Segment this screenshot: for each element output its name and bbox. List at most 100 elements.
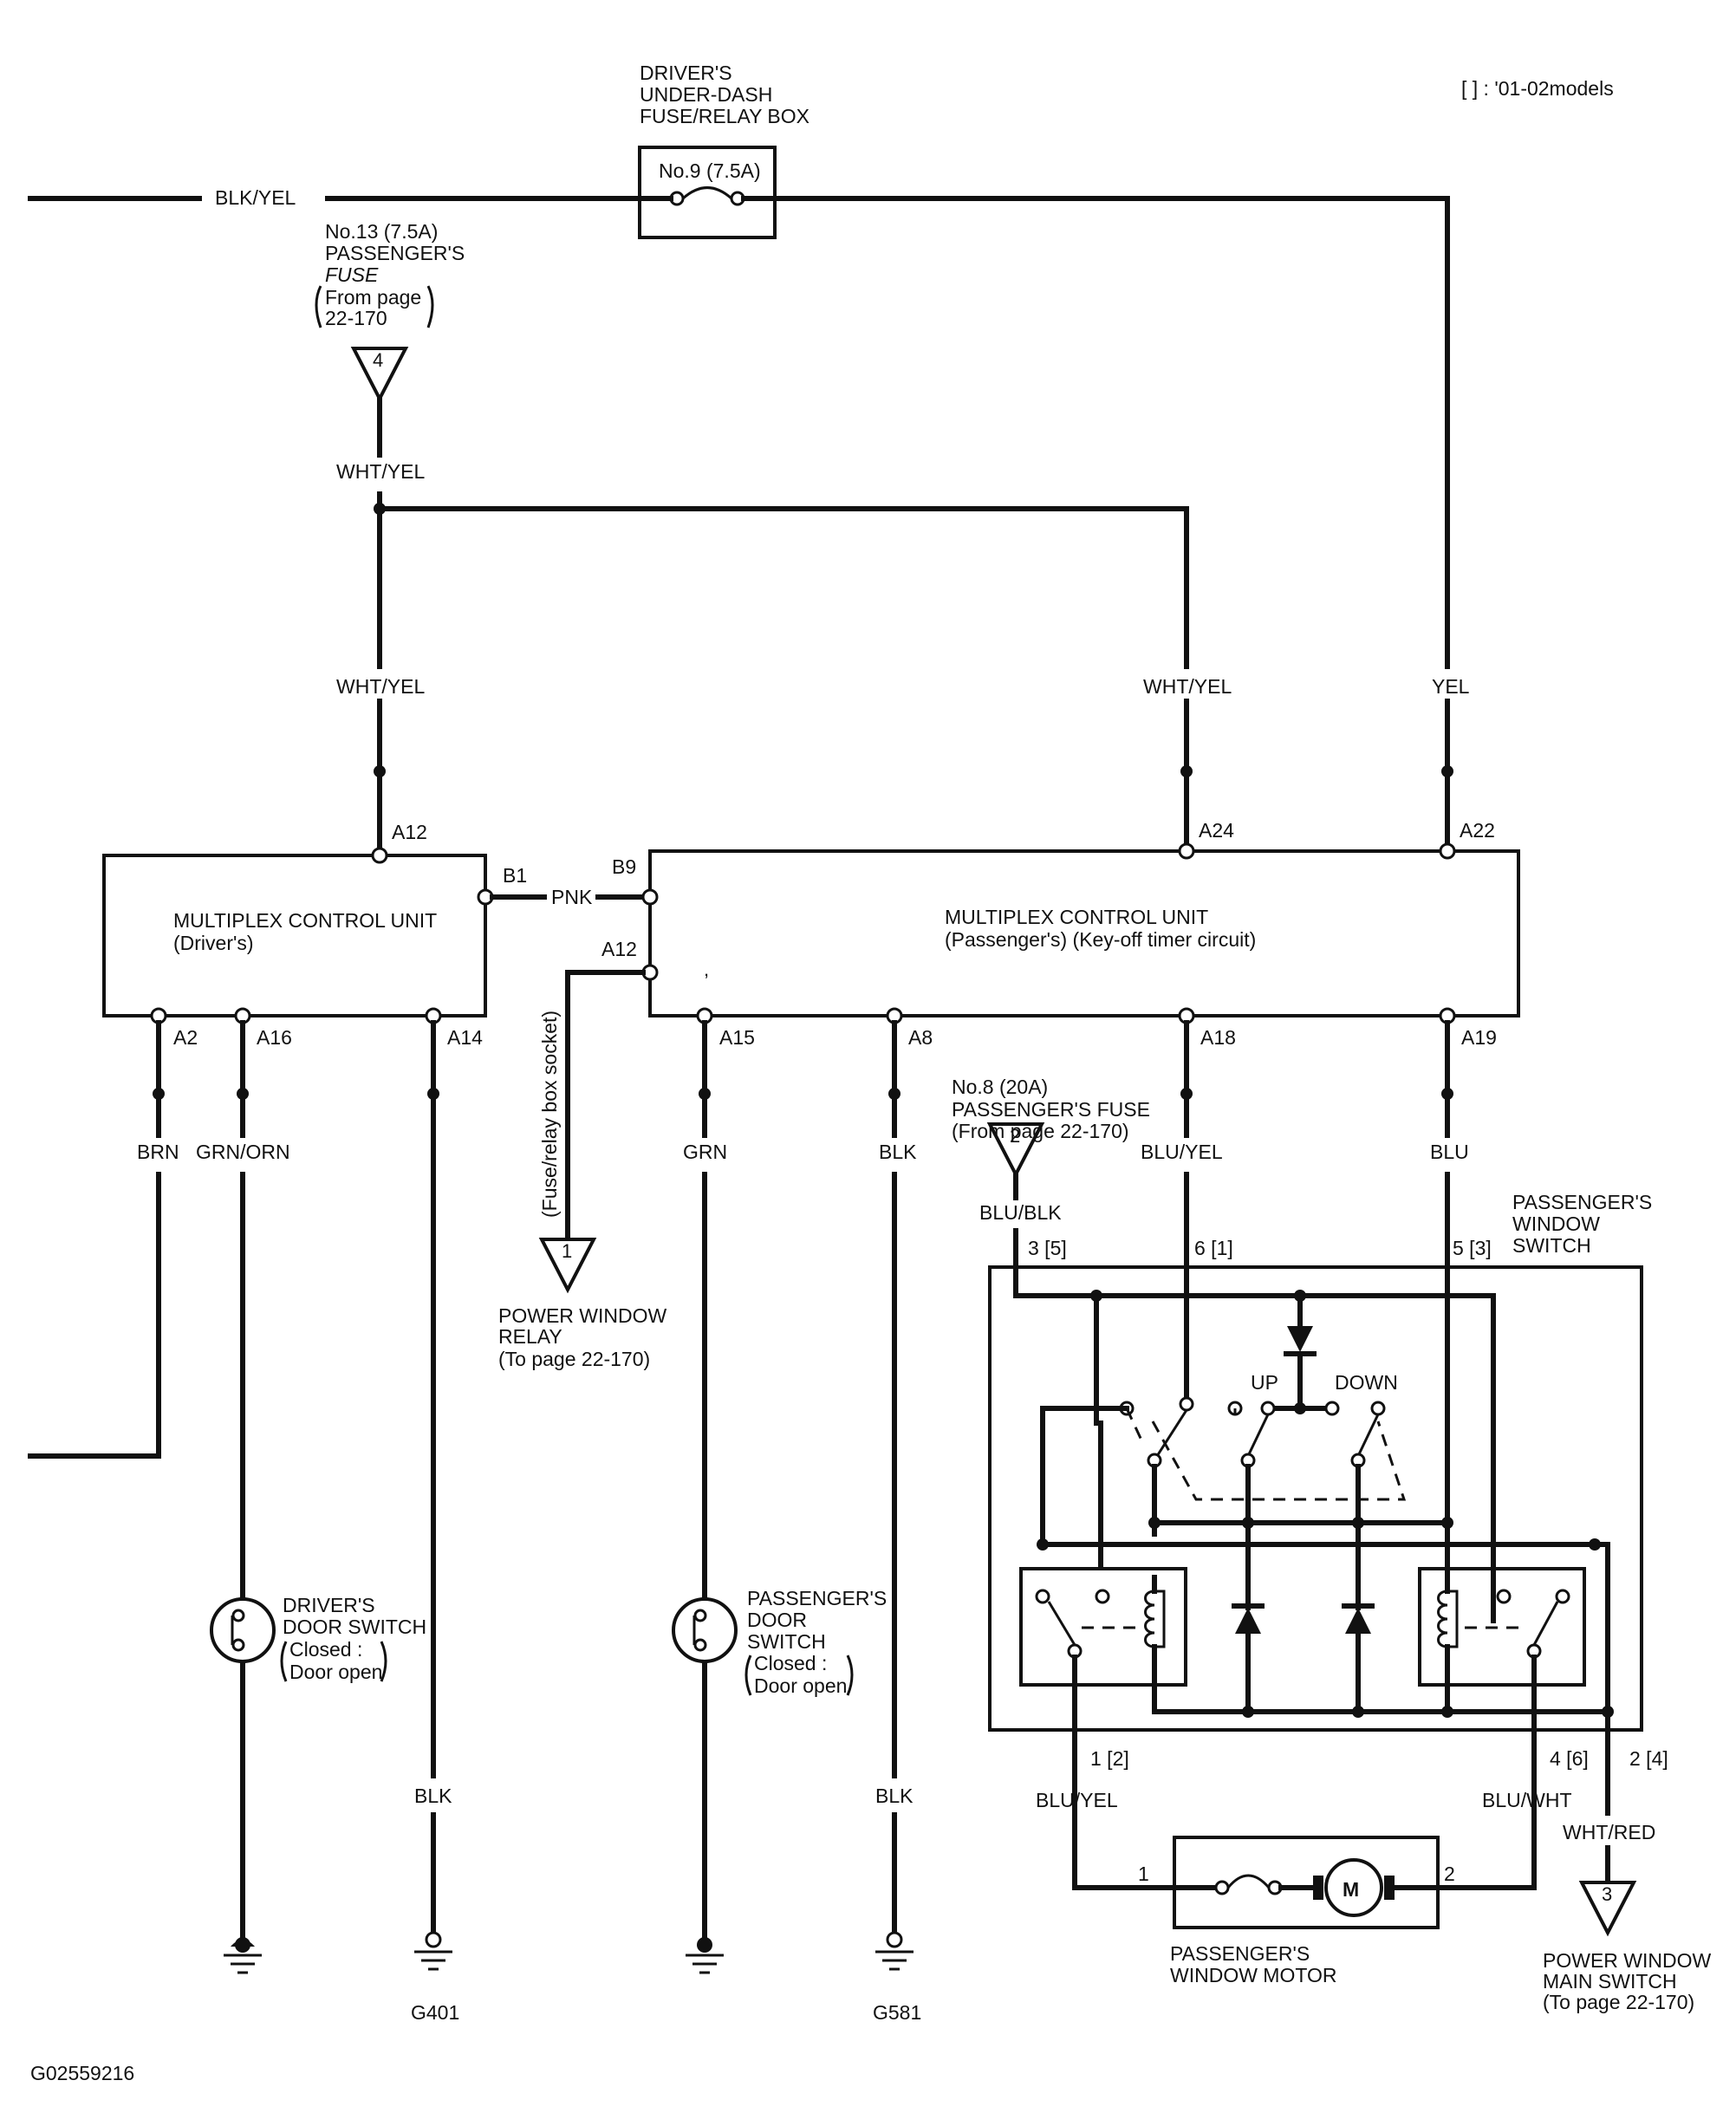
- svg-text:(Passenger's) (Key-off timer c: (Passenger's) (Key-off timer circuit): [945, 928, 1256, 951]
- svg-text:A14: A14: [447, 1026, 483, 1049]
- ground-symbol-g401: [414, 1950, 452, 1971]
- svg-text:RELAY: RELAY: [498, 1325, 562, 1348]
- model-legend: [ ] : '01-02models: [1461, 77, 1614, 100]
- svg-text:B1: B1: [503, 864, 527, 887]
- svg-text:PASSENGER'S: PASSENGER'S: [325, 242, 465, 264]
- svg-text:POWER WINDOW: POWER WINDOW: [1543, 1949, 1711, 1972]
- svg-text:2: 2: [1010, 1125, 1020, 1147]
- svg-text:PASSENGER'S: PASSENGER'S: [1512, 1191, 1652, 1213]
- svg-text:DOOR SWITCH: DOOR SWITCH: [283, 1616, 426, 1638]
- connector-2-triangle: 2: [986, 1122, 1045, 1179]
- svg-text:FUSE: FUSE: [325, 263, 379, 286]
- down-label: DOWN: [1335, 1371, 1398, 1394]
- svg-text:No.8 (20A): No.8 (20A): [952, 1076, 1048, 1098]
- svg-text:A18: A18: [1200, 1026, 1236, 1049]
- fuse-no9-label: No.9 (7.5A): [659, 159, 761, 182]
- wire-wht-yel-label-3: WHT/YEL: [1143, 675, 1232, 698]
- terminal-1-label: 1 [2]: [1090, 1747, 1129, 1770]
- svg-text:A19: A19: [1461, 1026, 1497, 1049]
- svg-text:No.13 (7.5A): No.13 (7.5A): [325, 220, 438, 243]
- svg-text:FUSE/RELAY BOX: FUSE/RELAY BOX: [640, 105, 809, 127]
- svg-text:A12: A12: [601, 938, 637, 960]
- svg-text:DRIVER'S: DRIVER'S: [283, 1594, 375, 1616]
- ground-symbol-1: [224, 1954, 262, 1974]
- svg-text:22-170: 22-170: [325, 307, 387, 329]
- connector-3-triangle: 3: [1578, 1881, 1637, 1937]
- svg-text:DOOR: DOOR: [747, 1609, 807, 1631]
- wire-grn-label: GRN: [683, 1141, 727, 1163]
- svg-text:PASSENGER'S: PASSENGER'S: [1170, 1942, 1310, 1965]
- wire-brn-label: BRN: [137, 1141, 179, 1163]
- svg-text:UNDER-DASH: UNDER-DASH: [640, 83, 772, 106]
- wire-blk-label-1: BLK: [414, 1785, 452, 1807]
- passengers-door-switch: PASSENGER'S DOOR SWITCH Closed : Door op…: [744, 1587, 887, 1697]
- terminal-2-label: 2 [4]: [1629, 1747, 1668, 1770]
- motor-pin-2-label: 2: [1444, 1863, 1455, 1885]
- svg-text:(To page 22-170): (To page 22-170): [498, 1348, 650, 1370]
- svg-text:PASSENGER'S FUSE: PASSENGER'S FUSE: [952, 1098, 1150, 1121]
- wire-blu-label: BLU: [1430, 1141, 1469, 1163]
- power-window-main-switch: POWER WINDOW MAIN SWITCH (To page 22-170…: [1543, 1949, 1711, 2013]
- svg-text:MAIN SWITCH: MAIN SWITCH: [1543, 1970, 1677, 1993]
- wire-yel-label: YEL: [1432, 675, 1470, 698]
- svg-text:M: M: [1343, 1878, 1359, 1901]
- drivers-door-switch-icon: [210, 1597, 276, 1663]
- svg-text:A16: A16: [257, 1026, 292, 1049]
- svg-text:A24: A24: [1199, 819, 1234, 842]
- fuse-no13-reference: No.13 (7.5A) PASSENGER'S FUSE From page …: [315, 220, 465, 329]
- motor-icon: M: [1324, 1858, 1383, 1917]
- svg-text:DRIVER'S: DRIVER'S: [640, 62, 732, 84]
- relay-coil-icon-left: [1144, 1575, 1166, 1648]
- relay-coil-icon-right: [1437, 1575, 1459, 1648]
- wire-grn-orn-label: GRN/ORN: [196, 1141, 290, 1163]
- fuse-no8-reference: No.8 (20A) PASSENGER'S FUSE (From page 2…: [952, 1076, 1150, 1142]
- motor-pin-1-label: 1: [1138, 1863, 1149, 1885]
- fuse-relay-socket-label: (Fuse/relay box socket): [538, 1011, 561, 1218]
- ground-g401-label: G401: [411, 2001, 459, 2024]
- svg-text:SWITCH: SWITCH: [747, 1630, 826, 1653]
- passengers-door-switch-icon: [672, 1597, 738, 1663]
- svg-text:1: 1: [562, 1240, 572, 1262]
- svg-text:SWITCH: SWITCH: [1512, 1234, 1591, 1257]
- wire-wht-yel-label-2: WHT/YEL: [336, 675, 425, 698]
- terminal-6-label: 6 [1]: [1194, 1237, 1233, 1259]
- svg-text:,: ,: [704, 959, 709, 980]
- ground-symbol-2: [686, 1954, 724, 1974]
- svg-text:A22: A22: [1460, 819, 1495, 842]
- passengers-window-switch: [988, 1265, 1643, 1732]
- connector-1-triangle: 1: [538, 1238, 597, 1294]
- terminal-5-label: 5 [3]: [1453, 1237, 1492, 1259]
- svg-text:3: 3: [1602, 1883, 1612, 1905]
- svg-text:B9: B9: [612, 855, 636, 878]
- svg-text:(Driver's): (Driver's): [173, 932, 254, 954]
- svg-text:Door open: Door open: [754, 1674, 847, 1697]
- wire-blu-blk-label: BLU/BLK: [979, 1201, 1062, 1224]
- wire-pnk-label: PNK: [551, 886, 593, 908]
- wire-blk-label-3: BLK: [875, 1785, 914, 1807]
- passengers-window-motor: [1173, 1836, 1440, 1929]
- power-window-relay: POWER WINDOW RELAY (To page 22-170): [498, 1304, 666, 1370]
- diode-icon-right: [1342, 1566, 1375, 1714]
- terminal-3-label: 3 [5]: [1028, 1237, 1067, 1259]
- svg-text:Door open: Door open: [289, 1661, 382, 1683]
- wire-blk-label-2: BLK: [879, 1141, 917, 1163]
- wire-wht-yel-label-1: WHT/YEL: [336, 460, 425, 483]
- svg-text:A8: A8: [908, 1026, 933, 1049]
- wire-blk-yel-label: BLK/YEL: [215, 186, 296, 209]
- svg-text:(To page 22-170): (To page 22-170): [1543, 1991, 1694, 2013]
- motor-circuit-breaker-icon: [1226, 1874, 1271, 1889]
- svg-text:WINDOW MOTOR: WINDOW MOTOR: [1170, 1964, 1337, 1986]
- left-relay: [1019, 1567, 1187, 1687]
- svg-text:PASSENGER'S: PASSENGER'S: [747, 1587, 887, 1609]
- drivers-door-switch: DRIVER'S DOOR SWITCH Closed : Door open: [280, 1594, 426, 1683]
- svg-text:From page: From page: [325, 286, 421, 309]
- svg-text:A2: A2: [173, 1026, 198, 1049]
- multiplex-control-unit-passenger: MULTIPLEX CONTROL UNIT (Passenger's) (Ke…: [601, 819, 1520, 1049]
- svg-text:A12: A12: [392, 821, 427, 843]
- svg-text:MULTIPLEX CONTROL UNIT: MULTIPLEX CONTROL UNIT: [945, 906, 1208, 928]
- diode-icon-left: [1232, 1566, 1265, 1714]
- svg-text:A15: A15: [719, 1026, 755, 1049]
- figure-id: G02559216: [30, 2062, 134, 2084]
- right-relay: [1418, 1567, 1586, 1687]
